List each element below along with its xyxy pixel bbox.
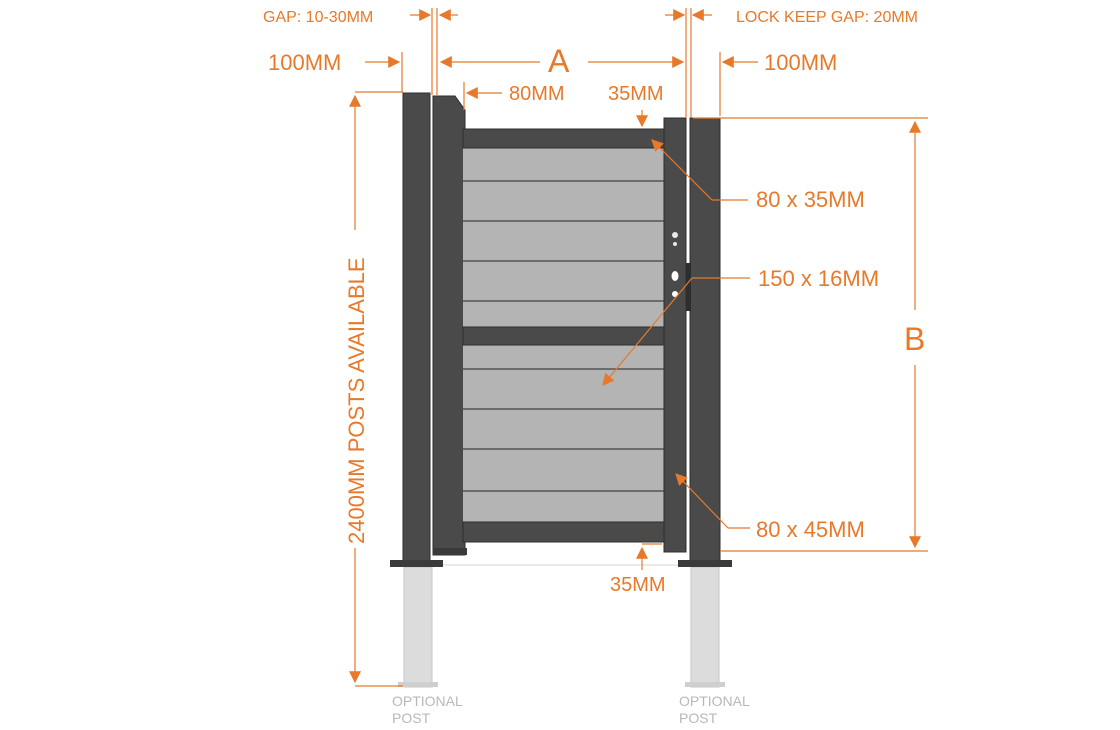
post-left-width-label: 100MM bbox=[268, 50, 341, 75]
top-rail bbox=[462, 128, 666, 149]
optional-post-left-label-line1: OPTIONAL bbox=[392, 693, 463, 709]
optional-post-left bbox=[398, 566, 438, 688]
lock-stile bbox=[663, 117, 687, 553]
lock-handle bbox=[671, 271, 679, 281]
optional-post-right-label-line2: POST bbox=[679, 710, 718, 726]
dimension-lines bbox=[349, 8, 928, 687]
posts-available-label: 2400MM POSTS AVAILABLE bbox=[344, 257, 369, 544]
lock-cylinder bbox=[672, 232, 678, 238]
slat-size-label: 150 x 16MM bbox=[758, 266, 879, 291]
optional-post-right-label-line1: OPTIONAL bbox=[679, 693, 750, 709]
dimension-a-label: A bbox=[548, 43, 570, 79]
top-gap-label: 35MM bbox=[608, 83, 664, 105]
frame-side-label: 80MM bbox=[509, 83, 565, 105]
gap-label: GAP: 10-30MM bbox=[263, 9, 373, 26]
gate-leaf bbox=[432, 95, 691, 556]
optional-post-right bbox=[685, 566, 725, 688]
dimension-b-label: B bbox=[904, 321, 925, 357]
middle-rail bbox=[462, 326, 666, 346]
post-right-width-label: 100MM bbox=[764, 50, 837, 75]
right-post bbox=[678, 117, 732, 567]
top-rail-label: 80 x 35MM bbox=[756, 187, 865, 212]
side-frame-label: 80 x 45MM bbox=[756, 517, 865, 542]
optional-post-left-label-line2: POST bbox=[392, 710, 431, 726]
slat-lines bbox=[463, 180, 665, 492]
bottom-gap-label: 35MM bbox=[610, 574, 666, 596]
left-post bbox=[390, 92, 443, 567]
bottom-rail bbox=[462, 521, 666, 543]
lock-keep-gap-label: LOCK KEEP GAP: 20MM bbox=[736, 9, 918, 26]
